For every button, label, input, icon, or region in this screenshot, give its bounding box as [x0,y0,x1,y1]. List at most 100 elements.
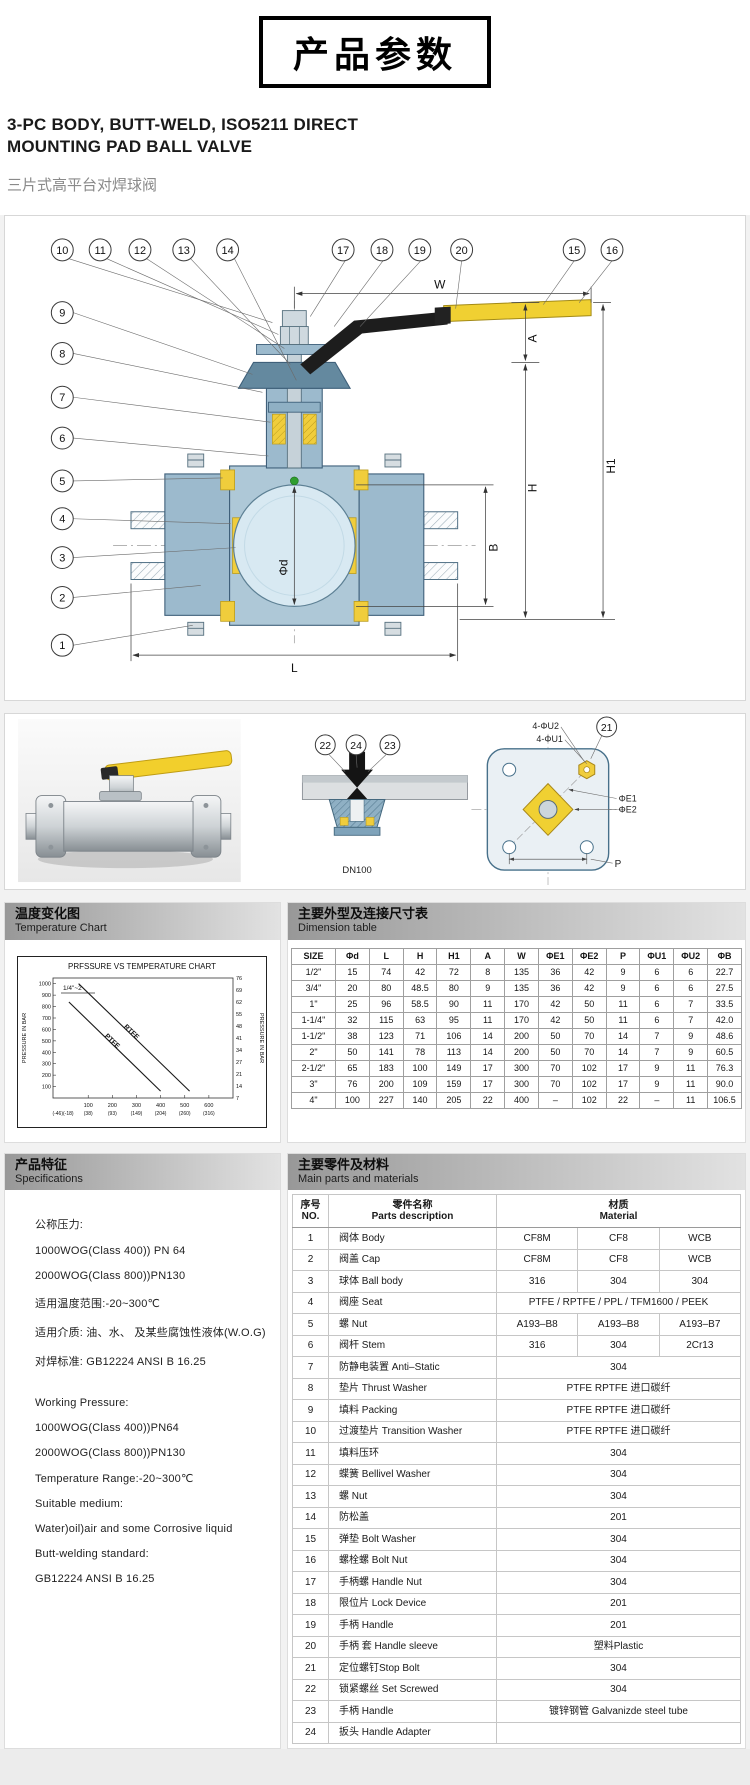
callout-8: 8 [59,349,65,361]
svg-text:400: 400 [156,1103,165,1109]
dim-value-cell: 90.0 [707,1075,742,1093]
cross-section-figure: DN100 [301,751,468,876]
dim-value-cell: 9 [639,1059,675,1077]
specifications-panel: 产品特征 Specifications 公称压力:1000WOG(Class 4… [4,1152,281,1750]
dim-value-cell: 200 [504,1043,539,1061]
temperature-chart: PRFSSURE VS TEMPERATURE CHART10009008007… [17,955,267,1128]
dim-value-cell: 300 [504,1059,539,1077]
parts-no-cell: 5 [292,1313,329,1336]
dim-value-cell: 159 [436,1075,472,1093]
callout-7: 7 [59,392,65,404]
dim-value-cell: 170 [504,1011,539,1029]
spec-line: 适用温度范围:-20~300℃ [35,1298,161,1311]
svg-text:69: 69 [236,988,242,994]
parts-material-cell: 304 [496,1463,741,1487]
dim-value-cell: 36 [537,963,573,981]
parts-material-cell: PTFE RPTFE 进口碳纤 [496,1399,741,1422]
callout-16: 16 [606,245,618,257]
dim-value-cell: 50 [335,1043,370,1061]
parts-material-cell: CF8M [495,1248,579,1272]
parts-no-cell: 1 [292,1227,329,1250]
dim-label-a: A [525,335,539,343]
parts-material-cell: 316 [495,1334,579,1358]
dim-value-cell: 11 [673,1091,709,1109]
dim-value-cell: 9 [470,979,506,997]
label-e2: ΦE2 [619,805,637,815]
parts-material-cell: 304 [496,1549,741,1573]
parts-desc-cell: 填料压环 [328,1442,497,1465]
dim-value-cell: 48.5 [402,979,438,997]
svg-text:700: 700 [42,1016,51,1022]
dim-value-cell: – [639,1091,675,1109]
dim-label-h: H [525,484,539,493]
dim-value-cell: 11 [470,995,506,1013]
dim-value-cell: 78 [402,1043,438,1061]
dim-size-cell: 1" [291,995,336,1013]
svg-text:500: 500 [180,1103,189,1109]
callout-24: 24 [350,741,362,752]
dim-value-cell: 149 [436,1059,472,1077]
parts-material-cell: 304 [496,1356,741,1379]
parts-no-cell: 4 [292,1291,329,1315]
dim-size-cell: 2" [291,1043,336,1061]
dim-value-cell: 17 [470,1075,506,1093]
dim-value-cell: 80 [436,979,472,997]
body-cap-right [358,473,425,617]
parts-desc-cell: 阀盖 Cap [328,1248,497,1272]
dim-value-cell: 100 [335,1091,370,1109]
dim-value-cell: 6 [639,979,675,997]
callout-19: 19 [414,245,426,257]
page-header: 产品参数 3-PC BODY, BUTT-WELD, ISO5211 DIREC… [0,0,750,216]
dim-value-cell: 50 [537,1027,573,1045]
parts-material-cell: A193–B8 [577,1313,660,1336]
dim-value-cell: 11 [673,1075,709,1093]
parts-no-cell: 8 [292,1377,329,1401]
label-p: P [615,859,622,870]
parts-desc-cell: 防松盖 [328,1506,497,1530]
dim-label-h1: H1 [604,458,618,474]
svg-text:41: 41 [236,1036,242,1042]
svg-text:PRESSURE IN BAR: PRESSURE IN BAR [22,1013,28,1063]
parts-no-cell: 23 [292,1700,329,1723]
packing-left [272,414,286,445]
svg-text:500: 500 [42,1038,51,1044]
parts-desc-cell: 手柄 套 Handle sleeve [328,1635,497,1659]
dim-value-cell: 9 [673,1043,709,1061]
section-bar-parts: 主要零件及材料 Main parts and materials [288,1153,745,1191]
svg-text:PRFSSURE VS TEMPERATURE CHART: PRFSSURE VS TEMPERATURE CHART [68,962,216,971]
dim-value-cell: 9 [673,1027,709,1045]
svg-text:PRESSURE IN BAR: PRESSURE IN BAR [258,1013,264,1063]
parts-material-cell: 304 [496,1528,741,1551]
dim-col-header: ΦU2 [673,947,709,965]
dim-value-cell: 135 [504,963,539,981]
parts-desc-cell: 阀座 Seat [328,1291,497,1315]
dim-value-cell: 71 [402,1027,438,1045]
dim-value-cell: 113 [436,1043,472,1061]
callout-20: 20 [456,245,468,257]
dim-label-b: B [486,544,500,552]
svg-text:1000: 1000 [39,981,51,987]
parts-material-cell: 304 [658,1270,742,1293]
dim-label-l: L [291,661,298,675]
row-specs-parts: 产品特征 Specifications 公称压力:1000WOG(Class 4… [4,1152,746,1750]
section-title-cn: 主要外型及连接尺寸表 [298,906,429,922]
dim-value-cell: 33.5 [707,995,742,1013]
section-title-en: Temperature Chart [15,922,107,935]
detail-figures: DN100 4-ΦU2 4-ΦU1 ΦE1 [18,716,637,886]
parts-material-cell: CF8 [577,1227,660,1250]
parts-material-cell: 304 [496,1442,741,1465]
